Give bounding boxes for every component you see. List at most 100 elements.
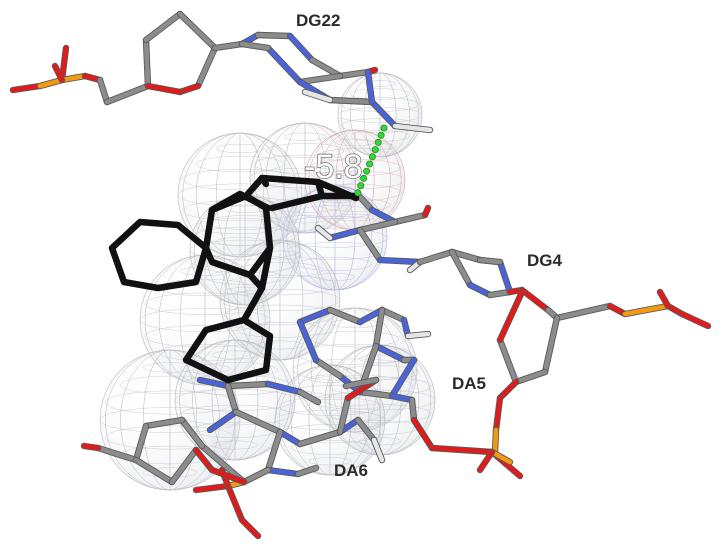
hbond-dot xyxy=(360,174,368,182)
bond xyxy=(377,257,423,265)
residue-label-dg22: DG22 xyxy=(296,11,340,30)
ligand-bond xyxy=(258,174,270,188)
bond xyxy=(315,225,333,241)
bond xyxy=(255,32,293,39)
bond xyxy=(265,429,283,473)
bond xyxy=(145,83,183,95)
bond xyxy=(337,395,351,435)
sphere-longitude xyxy=(340,72,420,158)
bond xyxy=(95,445,139,463)
residue-label-da6: DA6 xyxy=(334,461,368,480)
sphere-latitude xyxy=(350,88,410,100)
bond xyxy=(225,381,271,389)
bond xyxy=(212,41,245,51)
bond xyxy=(422,205,431,218)
bond xyxy=(679,311,711,329)
sphere-latitude xyxy=(223,287,267,296)
bond xyxy=(497,379,519,401)
bond xyxy=(554,303,613,321)
bond xyxy=(265,381,303,395)
bond xyxy=(343,377,379,389)
bond xyxy=(373,343,407,363)
sphere-latitude xyxy=(283,132,327,141)
bond xyxy=(487,289,513,298)
bond xyxy=(497,337,519,385)
bond xyxy=(327,227,363,241)
hbond-dot xyxy=(377,131,385,139)
bond xyxy=(52,63,65,83)
bond xyxy=(169,447,199,485)
bond xyxy=(405,331,431,339)
bond xyxy=(313,357,343,379)
bond xyxy=(513,369,548,385)
bond xyxy=(277,429,303,447)
sphere-latitude xyxy=(290,440,370,455)
sphere-latitude xyxy=(308,457,352,466)
bond xyxy=(225,483,245,523)
bond xyxy=(449,249,473,288)
bond xyxy=(193,447,215,473)
bond xyxy=(337,69,371,79)
hbond-dot xyxy=(363,167,371,175)
bond xyxy=(10,83,43,93)
sphere-latitude xyxy=(189,239,301,261)
bond xyxy=(239,41,271,51)
bond xyxy=(143,11,183,43)
ligand-structure xyxy=(108,174,360,384)
bond xyxy=(365,69,375,105)
binding-score-label: -5.8 xyxy=(304,148,363,186)
ligand-bond xyxy=(208,190,272,214)
bond xyxy=(497,289,525,343)
bond xyxy=(429,445,495,455)
bond xyxy=(417,249,455,265)
hbond-dot xyxy=(357,182,365,190)
bond xyxy=(357,307,385,325)
bond xyxy=(297,389,321,405)
bond xyxy=(104,83,151,105)
bond xyxy=(622,303,671,317)
hbond-dot xyxy=(354,189,362,197)
sphere-latitude xyxy=(211,350,259,360)
bond xyxy=(493,395,503,433)
bond xyxy=(197,377,231,389)
hbond-dot xyxy=(371,146,379,154)
hbond-dot xyxy=(365,160,373,168)
bond xyxy=(143,37,151,89)
residue-label-dg4: DG4 xyxy=(527,251,563,270)
bond xyxy=(449,249,483,263)
mesh-sphere xyxy=(189,194,301,306)
bond xyxy=(133,457,175,485)
bond xyxy=(133,423,149,463)
bond xyxy=(327,307,363,325)
bond xyxy=(302,89,333,103)
bond xyxy=(357,219,398,233)
bond xyxy=(369,99,398,129)
bond xyxy=(209,467,247,485)
bond xyxy=(492,427,499,455)
bond xyxy=(297,319,319,363)
bond xyxy=(81,443,101,451)
bond xyxy=(287,33,315,63)
hbond-dot xyxy=(368,153,376,161)
hbond-dot xyxy=(380,124,388,132)
bond xyxy=(97,77,110,105)
bond xyxy=(327,97,375,105)
bond xyxy=(355,417,377,443)
hbond-icon xyxy=(354,124,388,197)
bond xyxy=(357,389,395,399)
bond xyxy=(357,227,383,263)
bond xyxy=(195,45,218,89)
bond xyxy=(373,307,385,349)
hbond-dot xyxy=(374,138,382,146)
bond xyxy=(207,409,239,433)
bond xyxy=(265,45,303,85)
bond xyxy=(297,307,333,325)
bond xyxy=(389,357,417,399)
ligand-bond xyxy=(182,316,274,384)
mesh-sphere xyxy=(337,72,423,158)
sphere-latitude xyxy=(308,374,352,383)
bond xyxy=(295,465,319,477)
bond xyxy=(411,417,435,451)
